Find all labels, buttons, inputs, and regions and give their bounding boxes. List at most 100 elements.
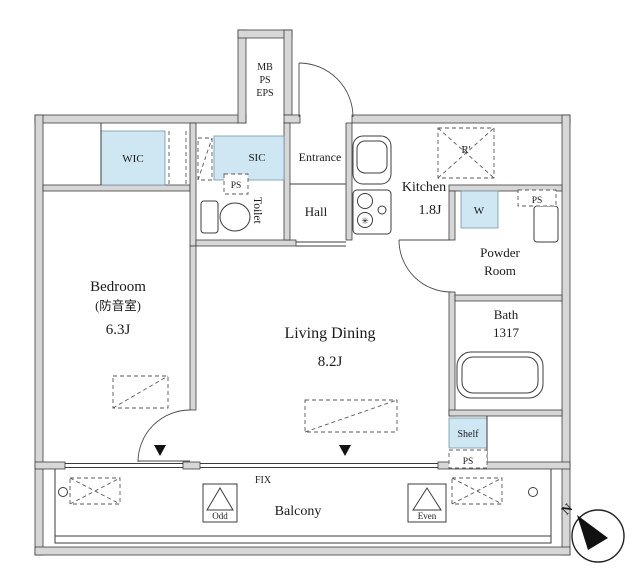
hall-label: Hall	[305, 204, 328, 219]
wall-segment	[283, 114, 301, 124]
living-furniture-diag	[304, 399, 398, 433]
even-panel-triangle-icon	[412, 487, 442, 511]
wall-segment	[195, 239, 297, 247]
balcony-label: Balcony	[275, 504, 322, 519]
washer-area	[460, 190, 499, 229]
fridge-label: R'	[461, 144, 470, 156]
labels: MB PS EPS WIC SIC PS Entrance Toilet Hal…	[90, 62, 542, 521]
opening-marker-icon	[339, 445, 351, 456]
fixtures: ✳	[200, 135, 559, 399]
compass: N	[558, 500, 625, 563]
bedroom-size-label: 6.3J	[106, 322, 131, 338]
ps-shelf-label: PS	[463, 457, 474, 467]
burner-icon	[377, 205, 387, 215]
doors	[137, 62, 452, 463]
fix-window-label: FIX	[255, 475, 272, 486]
odd-label: Odd	[212, 511, 228, 521]
wall-segment	[454, 294, 563, 302]
shaft-ps-label: PS	[259, 75, 270, 86]
bath-label: Bath	[494, 307, 519, 322]
powder-door-arc	[398, 239, 452, 293]
sic-area	[213, 135, 285, 181]
sic-hatch-diag	[197, 137, 213, 181]
wall-segment	[34, 546, 571, 556]
drain-icon	[528, 487, 538, 497]
kitchen-label: Kitchen	[402, 180, 446, 195]
burner-star-icon: ✳	[361, 216, 369, 226]
wic-area	[100, 130, 166, 186]
wall-segment	[42, 184, 191, 192]
wall-segment	[34, 461, 66, 470]
even-label: Even	[418, 511, 437, 521]
shaft-mb-label: MB	[257, 62, 273, 73]
kitchen-sink-icon	[352, 135, 392, 185]
opening-marker-icon	[154, 445, 166, 456]
washer-label: W	[474, 205, 485, 217]
kitchen-sink-basin-icon	[356, 140, 388, 174]
wall-segment	[34, 114, 44, 556]
odd-panel-triangle-icon	[206, 487, 234, 511]
wall-segment	[237, 29, 247, 124]
balcony-unit-diag	[69, 477, 121, 505]
entrance-label: Entrance	[299, 150, 342, 164]
dashed-symbols	[69, 127, 557, 505]
ps-box-shelf	[448, 449, 488, 469]
toilet-bowl-icon	[219, 202, 251, 232]
sic-hatch-box	[197, 137, 213, 181]
wall-segment	[189, 122, 197, 247]
kitchen-size-label: 1.8J	[419, 203, 443, 218]
powder-room-label-2: Room	[484, 263, 516, 278]
north-label: N	[558, 500, 576, 518]
bathtub-icon	[456, 351, 544, 399]
bedroom-label: Bedroom	[90, 279, 146, 295]
wall-segment	[283, 29, 293, 116]
living-furniture-box	[304, 399, 398, 433]
even-panel-box	[407, 483, 447, 523]
entrance-door-arc	[298, 62, 354, 118]
wall-segment	[448, 184, 563, 192]
shelf-label: Shelf	[457, 429, 479, 440]
bath-size-label: 1317	[493, 325, 520, 340]
wall-segment	[345, 122, 353, 241]
ps-box-toilet	[223, 173, 249, 195]
burner-icon	[357, 212, 373, 228]
ps-powder-label: PS	[532, 196, 543, 206]
powder-room-label-1: Powder	[480, 245, 520, 260]
north-arrow-icon	[577, 515, 608, 550]
odd-panel-box	[202, 483, 238, 523]
ps-box-powder	[517, 189, 557, 207]
toilet-label: Toilet	[251, 197, 263, 224]
balcony-unit-diag	[451, 477, 503, 505]
bedroom-note-label: (防音室)	[95, 298, 141, 313]
bathtub-inner-icon	[461, 356, 539, 394]
bedroom-door-arc	[137, 409, 191, 463]
wall-segment	[283, 122, 291, 241]
balcony-unit-box	[69, 477, 121, 505]
living-dining-size-label: 8.2J	[318, 354, 343, 370]
drain-icon	[58, 487, 68, 497]
wall-segment	[182, 461, 201, 470]
bedroom-furniture-diag	[112, 375, 169, 409]
wall-segment	[561, 114, 571, 556]
walls	[34, 29, 571, 556]
wall-segment	[189, 245, 197, 411]
wall-segment	[34, 114, 247, 124]
wall-segment	[437, 461, 571, 470]
living-dining-label: Living Dining	[284, 325, 375, 342]
wall-segment	[351, 114, 571, 124]
fridge-diag	[437, 127, 495, 179]
sic-label: SIC	[248, 152, 265, 164]
ps-toilet-label: PS	[231, 181, 242, 191]
balcony-unit-box	[451, 477, 503, 505]
vanity-icon	[533, 205, 559, 243]
shaft-eps-label: EPS	[256, 88, 273, 99]
bedroom-furniture-box	[112, 375, 169, 409]
wall-segment	[448, 190, 456, 241]
stove-icon	[352, 189, 392, 235]
shelf-area	[448, 417, 488, 449]
toilet-tank-icon	[200, 200, 219, 234]
wall-segment	[448, 291, 456, 417]
wall-segment	[448, 409, 563, 417]
